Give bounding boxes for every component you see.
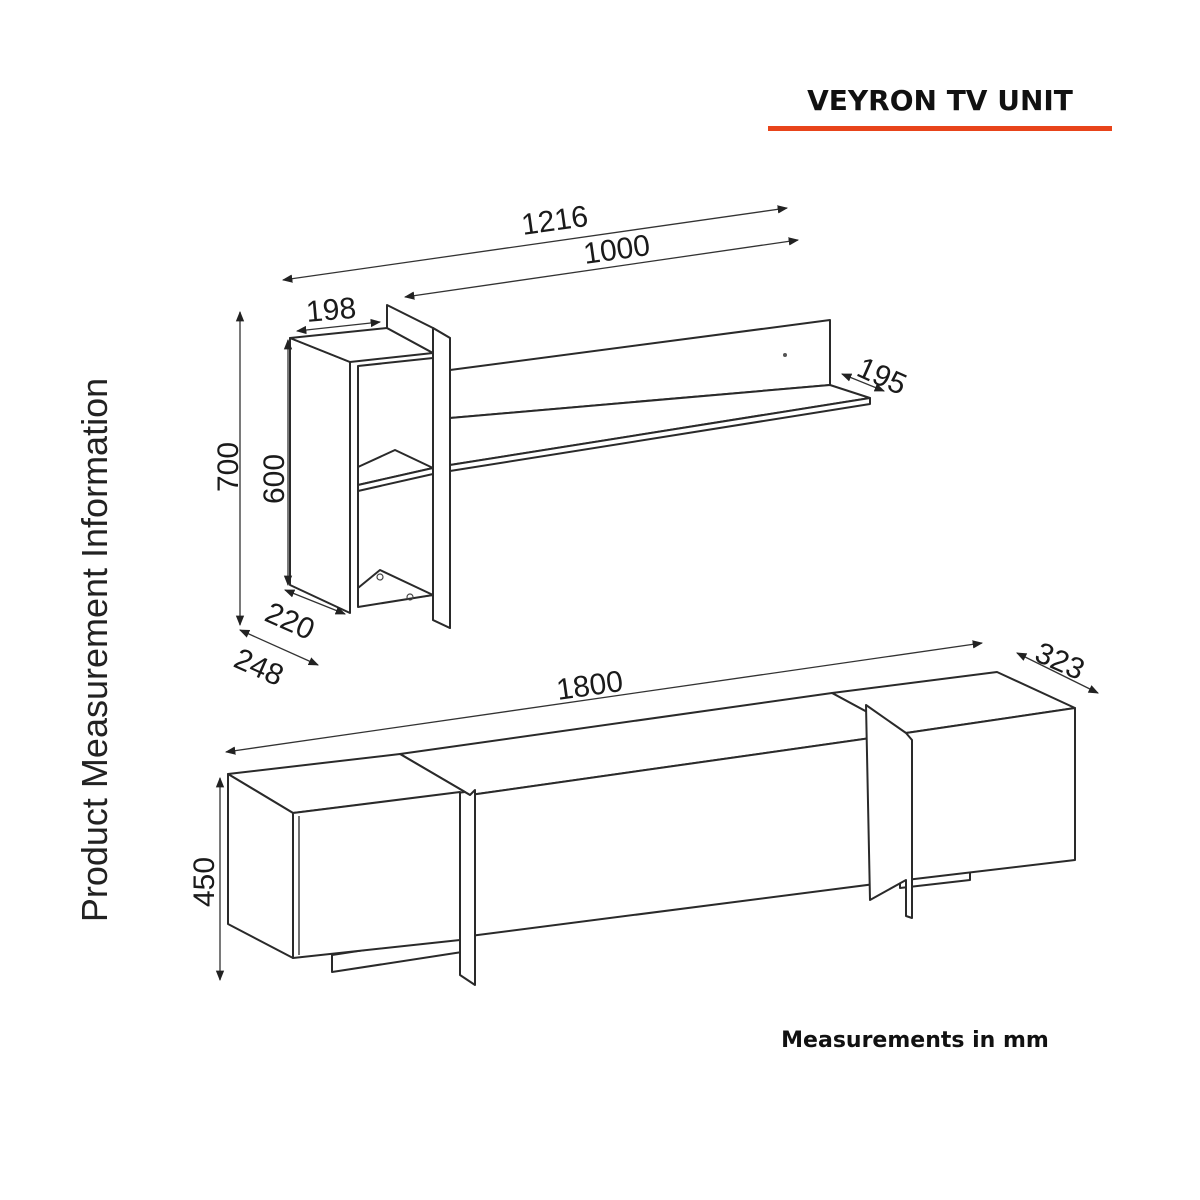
dim-label-700: 700 xyxy=(212,442,245,492)
bookcase-front-edge xyxy=(432,327,451,629)
dim-label-248: 248 xyxy=(229,642,288,693)
dim-line-198 xyxy=(295,318,382,335)
dim-label-1800: 1800 xyxy=(554,665,625,707)
tv-unit-divider-right xyxy=(865,704,913,919)
dim-label-600: 600 xyxy=(258,454,291,504)
tv-unit xyxy=(227,671,1076,986)
title-underline xyxy=(768,126,1112,131)
dim-label-323: 323 xyxy=(1030,636,1089,687)
wall-shelf-unit xyxy=(289,304,871,629)
product-title: VEYRON TV UNIT xyxy=(807,84,1073,117)
dim-line-220 xyxy=(284,589,346,615)
tv-unit-right-front xyxy=(905,707,1076,881)
units-note: Measurements in mm xyxy=(781,1028,1049,1053)
dim-line-1000 xyxy=(403,237,800,300)
dim-line-1800 xyxy=(224,640,984,755)
bookcase-hole xyxy=(376,573,384,581)
dim-line-323 xyxy=(1016,652,1099,694)
dim-label-198: 198 xyxy=(305,292,358,329)
dim-label-220: 220 xyxy=(260,596,319,647)
mount-hole xyxy=(783,353,787,357)
dim-label-450: 450 xyxy=(188,857,221,907)
dim-label-1216: 1216 xyxy=(519,200,590,242)
bookcase-hole xyxy=(406,593,414,601)
tv-unit-left-front xyxy=(292,791,461,959)
bookcase-left-panel xyxy=(289,337,351,614)
dim-line-195 xyxy=(841,373,885,392)
